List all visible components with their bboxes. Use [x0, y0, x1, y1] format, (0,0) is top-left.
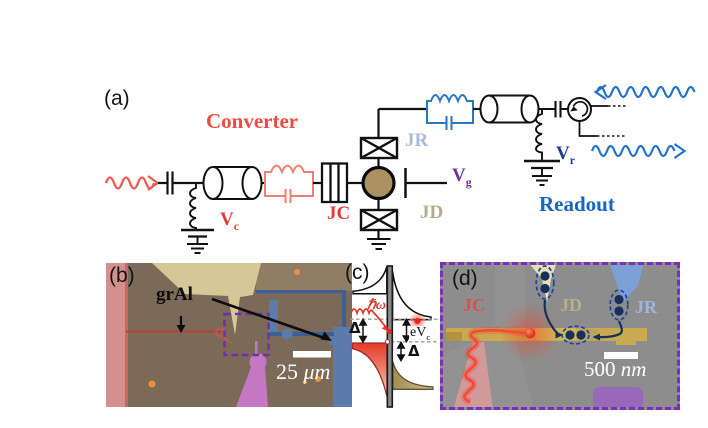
converter-coupling-capacitor — [158, 171, 204, 195]
hole-left-behind — [384, 339, 391, 345]
converter-resonator-cylinder — [202, 166, 263, 200]
vr-label: Vr — [556, 143, 575, 167]
converter-title: Converter — [206, 109, 299, 133]
pair-top — [535, 265, 555, 300]
yellow-pad — [152, 263, 261, 335]
jd-label-sem: JD — [560, 295, 582, 315]
jc-label: JC — [327, 203, 351, 224]
blue-electrode — [610, 265, 644, 302]
dos-lower-right-filled — [392, 361, 434, 390]
tunneling-quasiparticle — [386, 328, 392, 335]
delta-left-arrow — [358, 318, 368, 344]
readout-capacitor — [554, 101, 568, 118]
panel-b-label: (b) — [109, 264, 135, 287]
scale-label-b: 25 μm — [276, 359, 331, 384]
jr-label-sem: JR — [635, 297, 657, 317]
delta-right-arrow — [396, 341, 406, 362]
delta-right-label: Δ — [408, 342, 420, 360]
pink-electrode — [453, 342, 493, 407]
blue-readout-structures — [256, 290, 352, 407]
panel-a-label: (a) — [104, 87, 130, 110]
evc-arrow — [401, 318, 412, 343]
gate-electrode — [404, 168, 447, 198]
readout-lc-tank — [426, 94, 474, 130]
circulator-icon — [567, 97, 592, 122]
pair-right — [609, 289, 629, 321]
dust-specks — [148, 269, 321, 388]
vc-label: Vc — [220, 209, 239, 233]
magenta-electrode — [236, 341, 268, 407]
gral-annotation-arrows — [176, 297, 332, 341]
jd-junction-symbol — [359, 198, 399, 250]
scale-label-d: 500 nm — [584, 357, 647, 381]
jc-label-sem: JC — [463, 295, 485, 315]
photon-ball — [524, 327, 536, 339]
readout-output-photon-icon — [590, 143, 687, 159]
energy-diagram — [350, 265, 438, 408]
readout-title: Readout — [539, 192, 615, 216]
purple-electrode — [593, 387, 643, 407]
evc-label: eVc — [409, 325, 432, 342]
vr-bias-tee — [524, 109, 560, 186]
cream-electrode — [530, 265, 556, 302]
jd-label: JD — [420, 202, 444, 223]
island-node — [361, 165, 396, 201]
panel-c-label: (c) — [345, 261, 370, 284]
scale-bar — [293, 351, 331, 358]
photon-absorption-arrow — [350, 308, 389, 332]
converter-photon-wave — [460, 326, 526, 406]
panel-d-label: (d) — [452, 267, 478, 290]
gral-annotation: grAl — [156, 284, 193, 305]
converter-lc-tank — [264, 164, 314, 203]
zoom-region-dashed-box — [223, 312, 270, 357]
jr-label: JR — [405, 130, 429, 151]
micrograph-optical — [106, 263, 352, 407]
photon-energy-label: ℏω — [367, 298, 386, 313]
tunnel-barrier — [386, 265, 394, 408]
dos-lower-left-filled — [351, 342, 388, 397]
tunneling-paths — [543, 299, 623, 341]
scale-bar — [604, 352, 638, 359]
micrograph-sem — [440, 262, 680, 410]
dos-upper-left — [352, 266, 388, 295]
substrate-light-region — [256, 263, 352, 291]
jr-junction-symbol — [359, 109, 399, 168]
readout-input-photon-icon — [593, 84, 696, 100]
jc-junction-symbol — [320, 162, 349, 204]
circulator-ports — [578, 105, 628, 137]
red-film-strip — [106, 263, 126, 407]
delta-left-label: Δ — [349, 319, 361, 337]
cooper-pairs — [535, 265, 629, 345]
vc-bias-tee — [181, 183, 214, 254]
converter-input-photon-icon — [104, 175, 160, 191]
vg-label: Vg — [452, 165, 472, 189]
readout-resonator-cylinder — [479, 94, 540, 124]
dos-upper-right — [391, 271, 432, 321]
